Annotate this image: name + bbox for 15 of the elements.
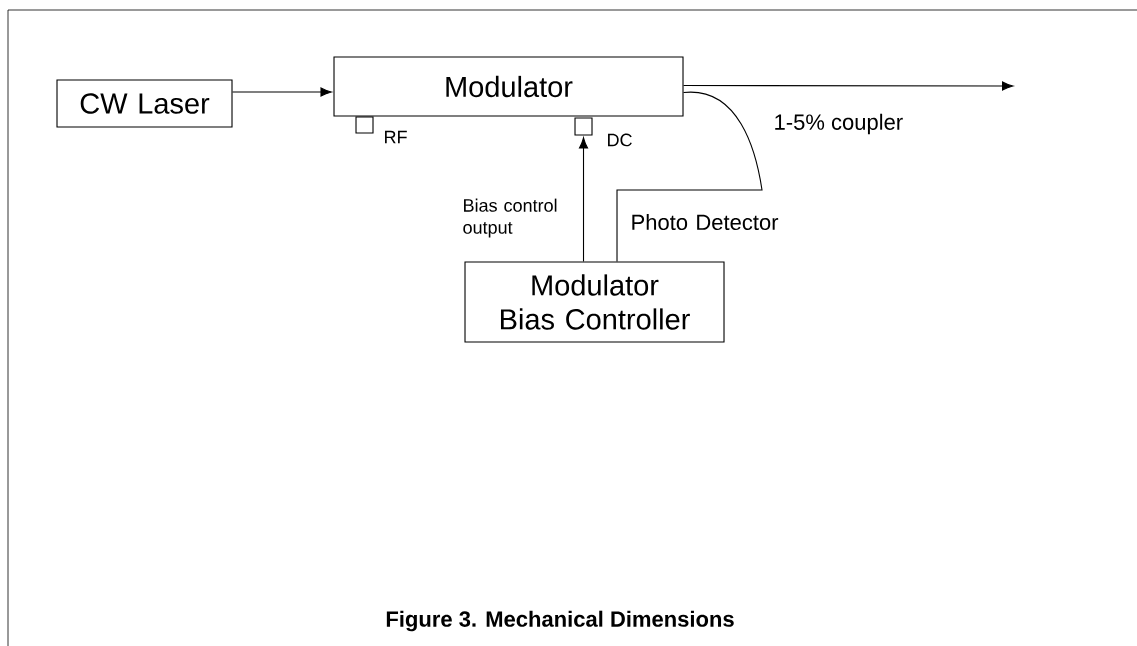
arrow xyxy=(683,81,1014,91)
process-box: CW Laser xyxy=(56,79,233,128)
port-label: RF xyxy=(385,130,407,144)
arrow xyxy=(578,137,589,262)
process-box: Modulator Bias Controller xyxy=(464,261,725,343)
arrow xyxy=(232,87,332,97)
edge-label: Bias control output xyxy=(463,198,557,238)
edge-label: Photo Detector xyxy=(632,213,779,231)
port-label: DC xyxy=(608,133,632,147)
figure-caption: Figure 3. Mechanical Dimensions xyxy=(386,610,734,632)
port-box xyxy=(574,117,593,136)
coupler-label: 1-5% coupler xyxy=(775,113,903,135)
connector-line xyxy=(616,91,763,262)
process-box: Modulator xyxy=(333,56,684,117)
port-box xyxy=(355,116,374,134)
